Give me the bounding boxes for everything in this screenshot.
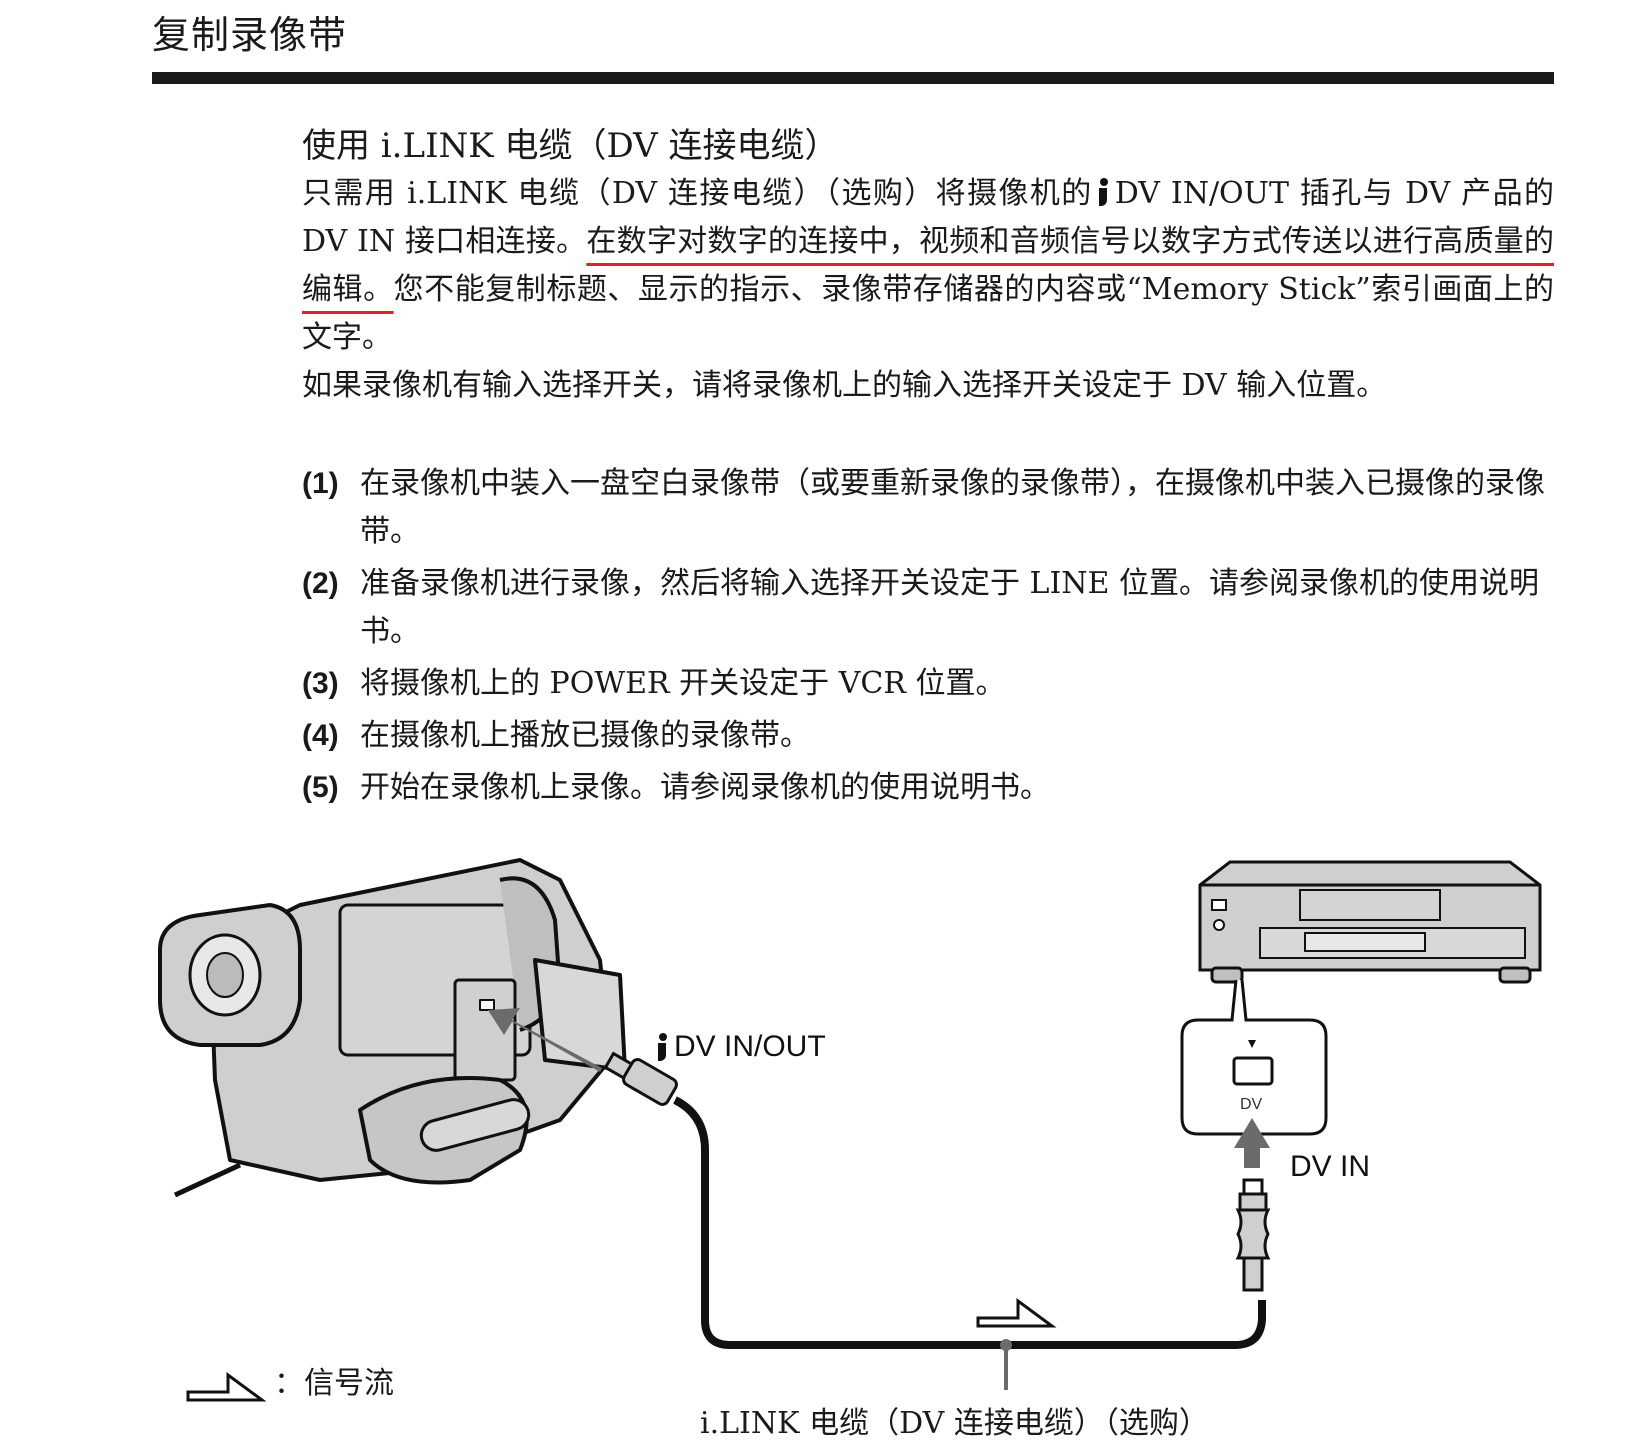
signal-flow-arrow <box>976 1298 1057 1328</box>
legend-text: ：信号流 <box>274 1366 394 1401</box>
ilink-cable <box>673 1096 1266 1349</box>
step-text: 准备录像机进行录像，然后将输入选择开关设定于 LINE 位置。请参阅录像机的使用… <box>360 566 1539 649</box>
vcr-port-marking: DV <box>1240 1096 1263 1113</box>
step-text: 开始在录像机上录像。请参阅录像机的使用说明书。 <box>360 770 1050 805</box>
section-heading: 使用 i.LINK 电缆（DV 连接电缆） <box>302 126 839 166</box>
step-item: (5) 开始在录像机上录像。请参阅录像机的使用说明书。 <box>302 764 1554 812</box>
camcorder-port-label: DV IN/OUT <box>652 1030 826 1064</box>
step-item: (3) 将摄像机上的 POWER 开关设定于 VCR 位置。 <box>302 660 1554 708</box>
intro-text-a: 只需用 i.LINK 电缆（DV 连接电缆）（选购）将摄像机的 <box>302 176 1093 211</box>
ilink-icon <box>656 1033 670 1061</box>
intro-text-b: DV IN/OUT 插孔与 DV 产品的 DV IN 接口相连接。 <box>302 176 1554 259</box>
step-text: 将摄像机上的 POWER 开关设定于 VCR 位置。 <box>360 666 1006 701</box>
step-number: (3) <box>302 667 339 700</box>
highlighted-text: 在数字对数字的连接中，视频和音频信号以数字方式传送以进行高质量的编辑。 <box>302 224 1554 307</box>
page-title: 复制录像带 <box>152 13 348 57</box>
step-number: (1) <box>302 467 339 500</box>
step-text: 在录像机中装入一盘空白录像带（或要重新录像的录像带），在摄像机中装入已摄像的录像… <box>360 466 1545 549</box>
camcorder-illustration <box>158 858 627 1198</box>
step-item: (4) 在摄像机上播放已摄像的录像带。 <box>302 712 1554 760</box>
step-number: (2) <box>302 567 339 600</box>
title-rule <box>152 72 1554 84</box>
insert-arrow-camcorder <box>488 1008 602 1072</box>
insert-arrow-vcr <box>1234 1118 1270 1168</box>
cable-caption: i.LINK 电缆（DV 连接电缆）（选购） <box>700 1406 1209 1441</box>
step-number: (5) <box>302 771 339 804</box>
step-text: 在摄像机上播放已摄像的录像带。 <box>360 718 810 753</box>
ilink-icon <box>1097 178 1111 206</box>
camcorder-port-text: DV IN/OUT <box>674 1030 826 1063</box>
vcr-port-label: DV IN <box>1290 1150 1371 1183</box>
step-item: (2) 准备录像机进行录像，然后将输入选择开关设定于 LINE 位置。请参阅录像机… <box>302 560 1554 656</box>
step-item: (1) 在录像机中装入一盘空白录像带（或要重新录像的录像带），在摄像机中装入已摄像… <box>302 460 1554 556</box>
input-selector-note: 如果录像机有输入选择开关，请将录像机上的输入选择开关设定于 DV 输入位置。 <box>302 368 1387 403</box>
legend: ：信号流 <box>184 1358 394 1402</box>
intro-text-c: 您不能复制标题、显示的指示、录像带存储器的内容或“Memory Stick”索引… <box>302 272 1554 355</box>
step-number: (4) <box>302 719 339 752</box>
ilink-plug-vcr <box>1235 1178 1271 1292</box>
vcr-illustration <box>1198 860 1542 984</box>
steps-list: (1) 在录像机中装入一盘空白录像带（或要重新录像的录像带），在摄像机中装入已摄像… <box>302 460 1554 816</box>
